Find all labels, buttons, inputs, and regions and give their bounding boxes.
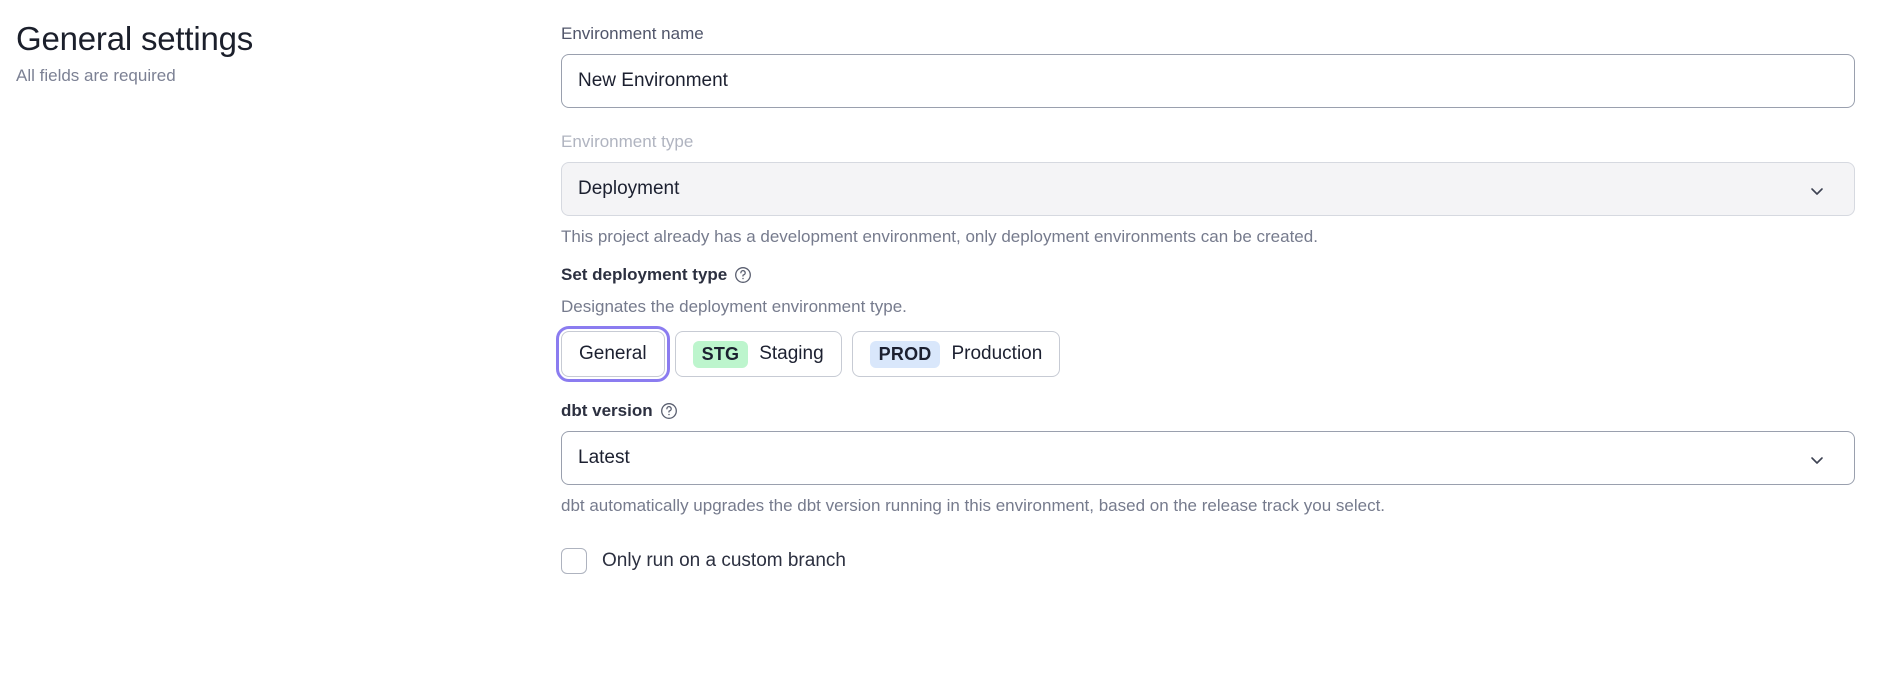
deployment-type-field: Set deployment type Designates the deplo… [556, 263, 1857, 382]
environment-name-value: New Environment [578, 70, 728, 91]
help-circle-icon[interactable] [734, 266, 752, 284]
spacer [561, 377, 1857, 399]
deployment-type-helper: Designates the deployment environment ty… [561, 297, 907, 316]
production-badge: PROD [869, 340, 941, 368]
dbt-version-helper: dbt automatically upgrades the dbt versi… [561, 496, 1386, 515]
environment-name-field: Environment name New Environment [561, 22, 1857, 108]
general-settings-form: Environment name New Environment Environ… [556, 22, 1857, 574]
environment-name-label: Environment name [561, 24, 704, 43]
custom-branch-checkbox[interactable] [561, 548, 587, 574]
spacer [561, 108, 1857, 130]
page-subtitle: All fields are required [16, 66, 176, 85]
custom-branch-label[interactable]: Only run on a custom branch [602, 550, 846, 571]
environment-type-value: Deployment [578, 178, 680, 199]
deployment-type-options: General STG Staging PROD Production [556, 326, 1857, 382]
spacer [561, 249, 1857, 263]
environment-name-input[interactable]: New Environment [561, 54, 1855, 108]
environment-type-helper: This project already has a development e… [561, 227, 1318, 246]
dbt-version-label: dbt version [561, 401, 653, 420]
dbt-version-field: dbt version Latest dbt automatically upg… [561, 399, 1857, 518]
custom-branch-row: Only run on a custom branch [561, 548, 1857, 574]
page-title: General settings [16, 20, 254, 57]
chevron-down-icon [1810, 182, 1824, 196]
help-circle-icon[interactable] [660, 402, 678, 420]
dbt-version-select[interactable]: Latest [561, 431, 1855, 485]
deployment-type-label-row: Set deployment type [561, 263, 1857, 287]
chevron-down-icon [1810, 451, 1824, 465]
environment-type-label: Environment type [561, 132, 694, 151]
deployment-type-option-staging-label: Staging [759, 343, 824, 364]
deployment-type-option-staging[interactable]: STG Staging [674, 331, 842, 377]
dbt-version-label-row: dbt version [561, 399, 1857, 423]
environment-type-select[interactable]: Deployment [561, 162, 1855, 216]
deployment-type-option-general-label: General [579, 343, 647, 364]
deployment-type-option-production[interactable]: PROD Production [851, 331, 1061, 377]
deployment-type-option-general[interactable]: General [556, 326, 670, 382]
environment-type-field: Environment type Deployment This project… [561, 130, 1857, 249]
deployment-type-option-production-label: Production [951, 343, 1043, 364]
deployment-type-label: Set deployment type [561, 265, 728, 284]
dbt-version-value: Latest [578, 447, 630, 468]
staging-badge: STG [692, 340, 749, 368]
settings-header: General settings All fields are required [16, 18, 536, 88]
